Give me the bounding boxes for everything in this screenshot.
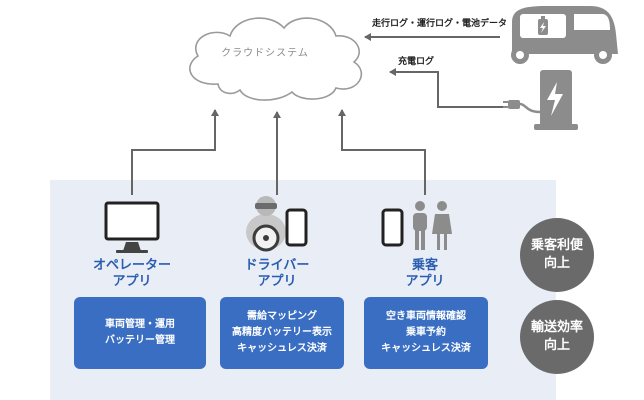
feature-item: 車両管理・運用 xyxy=(105,319,175,330)
benefit-badge-transport: 輸送効率 向上 xyxy=(520,300,594,374)
charger-log-label: 充電ログ xyxy=(398,57,435,67)
connector-charger-log xyxy=(389,68,505,108)
vehicle-log-label: 走行ログ・運行ログ・電池データ xyxy=(372,19,508,29)
benefit-badge-passenger: 乗客利便 向上 xyxy=(520,218,594,292)
operator-app-title-line2: アプリ xyxy=(112,274,152,289)
ev-vehicle-icon xyxy=(511,6,618,64)
feature-item: 高精度バッテリー表示 xyxy=(232,327,332,338)
connector-passenger xyxy=(338,109,426,195)
driver-app-title: ドライバー アプリ xyxy=(217,258,337,290)
feature-item: キャッシュレス決済 xyxy=(381,343,471,354)
benefit-line1: 乗客利便 xyxy=(530,238,583,253)
operator-app-title: オペレーター アプリ xyxy=(72,258,192,290)
passenger-app-title-line1: 乗客 xyxy=(411,258,438,273)
benefit-line2: 向上 xyxy=(543,256,570,271)
feature-item: 空き車両情報確認 xyxy=(386,311,466,322)
cloud-icon xyxy=(189,17,363,101)
passengers-and-smartphone-icon xyxy=(381,201,452,250)
driver-and-smartphone-icon xyxy=(246,196,308,252)
driver-features-box: 需給マッピング 高精度バッテリー表示 キャッシュレス決済 xyxy=(220,297,344,369)
feature-item: 乗車予約 xyxy=(406,327,446,338)
connector-operator xyxy=(131,109,219,195)
feature-item: 需給マッピング xyxy=(247,311,317,322)
operator-features-box: 車両管理・運用 バッテリー管理 xyxy=(74,297,206,369)
benefit-line1: 輸送効率 xyxy=(530,320,583,335)
passenger-features-box: 空き車両情報確認 乗車予約 キャッシュレス決済 xyxy=(364,297,488,369)
passenger-app-title: 乗客 アプリ xyxy=(365,258,485,290)
passenger-app-title-line2: アプリ xyxy=(405,274,445,289)
charging-station-icon xyxy=(503,70,578,130)
feature-item: バッテリー管理 xyxy=(105,335,175,346)
benefit-line2: 向上 xyxy=(543,338,570,353)
desktop-monitor-icon xyxy=(104,201,160,253)
operator-app-title-line1: オペレーター xyxy=(92,258,171,273)
cloud-system-label: クラウドシステム xyxy=(221,48,309,59)
driver-app-title-line2: アプリ xyxy=(257,274,297,289)
feature-item: キャッシュレス決済 xyxy=(237,343,327,354)
driver-app-title-line1: ドライバー xyxy=(244,258,310,273)
